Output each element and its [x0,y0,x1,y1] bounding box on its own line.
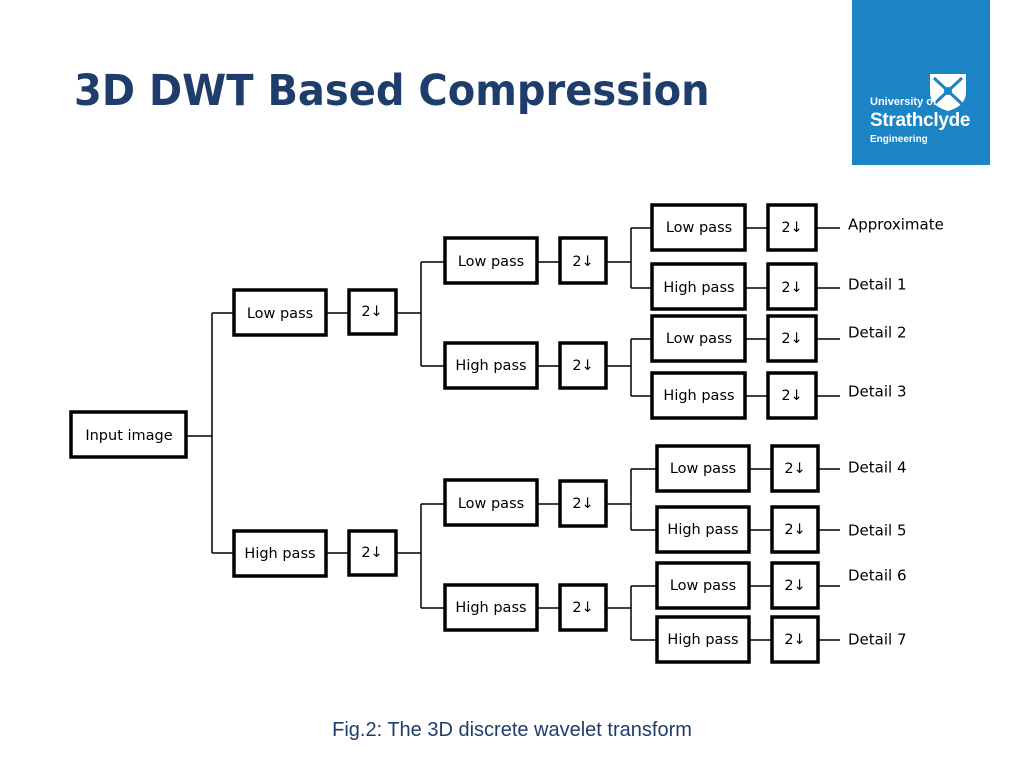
downsample-label: 2↓ [784,632,805,648]
filter-label: Low pass [458,496,524,512]
lowpass-box [650,314,747,363]
filter-label: High pass [455,358,526,374]
downsample-box [347,529,398,577]
downsample-label: 2↓ [361,545,382,561]
lowpass-box [232,288,328,337]
highpass-box [443,583,539,632]
downsample-box [766,203,818,252]
downsample-box [766,262,818,311]
highpass-box [650,262,747,311]
output-label: Detail 1 [848,276,907,294]
downsample-box [770,561,820,610]
downsample-box [558,236,608,285]
downsample-box [558,583,608,632]
highpass-box [443,341,539,390]
output-label: Detail 4 [848,459,907,477]
output-label: Detail 2 [848,324,907,342]
input-box [69,410,188,459]
downsample-box [770,444,820,493]
highpass-box [655,615,751,664]
downsample-label: 2↓ [784,578,805,594]
output-label: Detail 7 [848,631,907,649]
downsample-box [347,288,398,336]
downsample-box [770,615,820,664]
logo-engineering-text: Engineering [870,134,928,145]
output-label: Approximate [848,216,944,234]
downsample-label: 2↓ [572,496,593,512]
slide-title: 3D DWT Based Compression [74,66,710,116]
downsample-label: 2↓ [572,358,593,374]
connector-lines [186,227,840,641]
output-label: Detail 6 [848,567,907,585]
highpass-box [655,505,751,554]
lowpass-box [650,203,747,252]
downsample-box [770,505,820,554]
downsample-box [766,371,818,420]
downsample-label: 2↓ [361,304,382,320]
filter-label: High pass [455,600,526,616]
downsample-boxes [347,203,820,664]
lowpass-box [443,236,539,285]
input-label: Input image [85,428,172,444]
highpass-box [232,529,328,578]
downsample-box [558,479,608,528]
filter-label: High pass [663,388,734,404]
filter-label: Low pass [666,220,732,236]
downsample-box [766,314,818,363]
crest-icon [930,74,966,111]
downsample-label: 2↓ [781,388,802,404]
downsample-label: 2↓ [784,461,805,477]
downsample-label: 2↓ [781,220,802,236]
figure-caption: Fig.2: The 3D discrete wavelet transform [332,719,692,741]
filter-label: High pass [244,546,315,562]
filter-label: Low pass [670,578,736,594]
filter-label: Low pass [666,331,732,347]
downsample-label: 2↓ [572,600,593,616]
filter-label: Low pass [247,306,313,322]
filter-label: Low pass [670,461,736,477]
logo-strathclyde-text: Strathclyde [870,110,971,131]
lowpass-box [655,561,751,610]
highpass-box [650,371,747,420]
downsample-label: 2↓ [784,522,805,538]
filter-label: Low pass [458,254,524,270]
filter-boxes [69,203,751,664]
filter-label: High pass [663,280,734,296]
filter-label: High pass [667,522,738,538]
downsample-label: 2↓ [572,254,593,270]
logo-university-text: University of [870,96,937,108]
output-label: Detail 5 [848,522,907,540]
downsample-box [558,341,608,390]
lowpass-box [443,478,539,527]
output-label: Detail 3 [848,383,907,401]
downsample-label: 2↓ [781,331,802,347]
filter-label: High pass [667,632,738,648]
lowpass-box [655,444,751,493]
university-logo: University of Strathclyde Engineering [852,0,990,165]
downsample-label: 2↓ [781,280,802,296]
